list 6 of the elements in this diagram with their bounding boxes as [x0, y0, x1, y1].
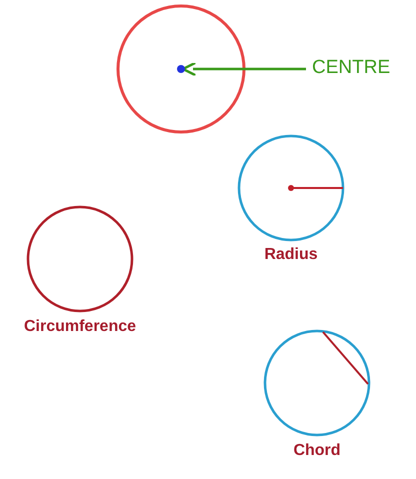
center-dot: [177, 65, 185, 73]
shape-label: Chord: [293, 442, 341, 460]
shape-label: Circumference: [24, 318, 136, 336]
shape-label: Radius: [264, 246, 318, 264]
callout-text: CENTRE: [312, 56, 408, 80]
leader-arrow: [182, 62, 306, 76]
